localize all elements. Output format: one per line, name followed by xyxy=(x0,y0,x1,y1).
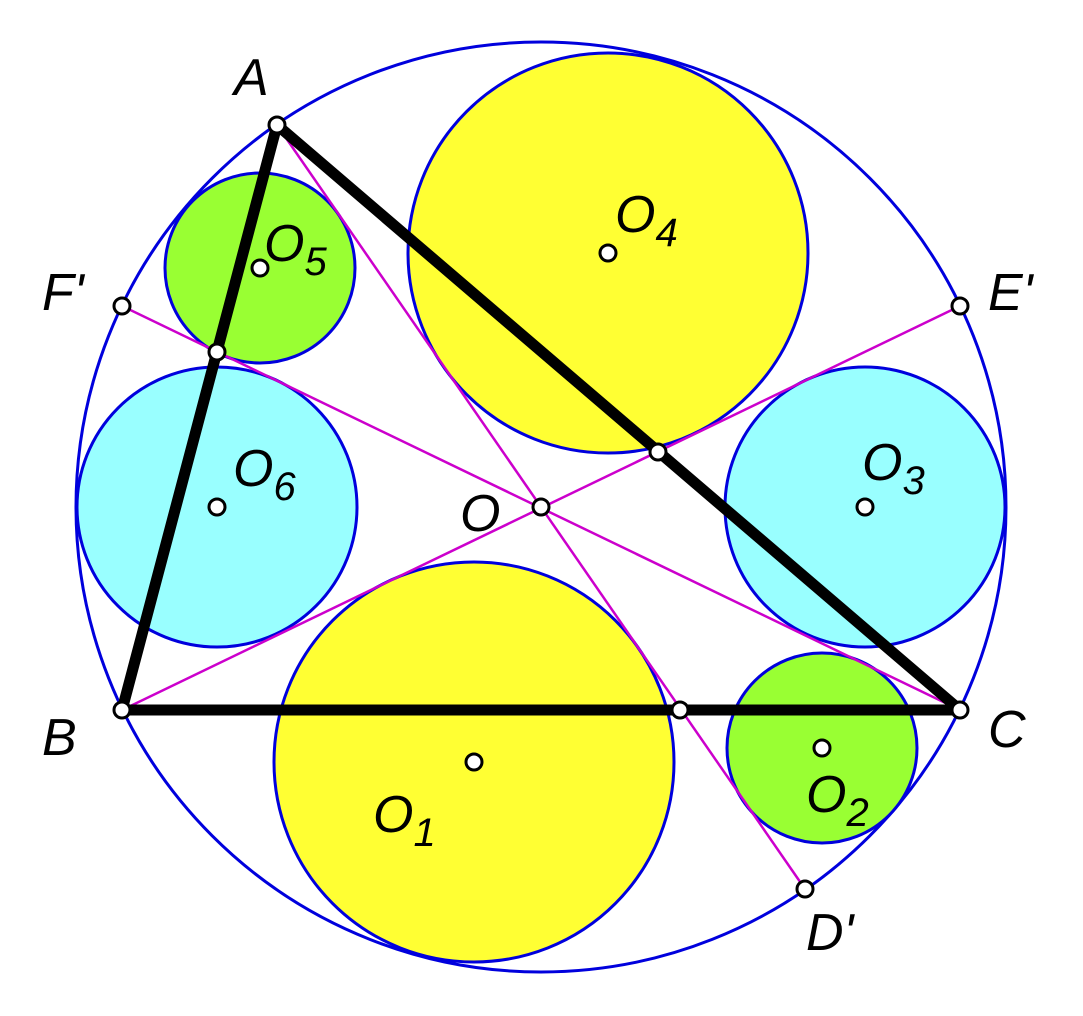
point-a xyxy=(267,115,287,135)
label-f-prime: F' xyxy=(42,264,86,322)
triangle-abc xyxy=(116,119,966,716)
center-o2 xyxy=(812,738,832,758)
label-o2: O2 xyxy=(806,766,869,835)
label-o: O xyxy=(460,485,500,543)
point-c xyxy=(950,700,970,720)
center-o4 xyxy=(598,243,618,263)
label-a: A xyxy=(231,49,269,107)
label-o3: O3 xyxy=(862,434,925,503)
center-o3 xyxy=(855,497,875,517)
label-o5: O5 xyxy=(264,215,327,284)
point-e-prime xyxy=(950,296,970,316)
label-o1: O1 xyxy=(373,786,436,855)
label-e-prime: E' xyxy=(988,264,1035,322)
center-o6 xyxy=(207,497,227,517)
label-o6: O6 xyxy=(233,440,296,509)
label-c: C xyxy=(988,701,1026,759)
point-o xyxy=(531,497,551,517)
center-o5 xyxy=(250,258,270,278)
point-e xyxy=(648,442,668,462)
label-b: B xyxy=(42,709,77,767)
point-d-prime xyxy=(795,879,815,899)
points xyxy=(112,115,970,899)
point-b xyxy=(112,700,132,720)
point-d xyxy=(670,700,690,720)
point-f-prime xyxy=(112,296,132,316)
point-f xyxy=(207,342,227,362)
center-o1 xyxy=(464,752,484,772)
label-d-prime: D' xyxy=(806,904,856,962)
label-o4: O4 xyxy=(615,186,678,255)
